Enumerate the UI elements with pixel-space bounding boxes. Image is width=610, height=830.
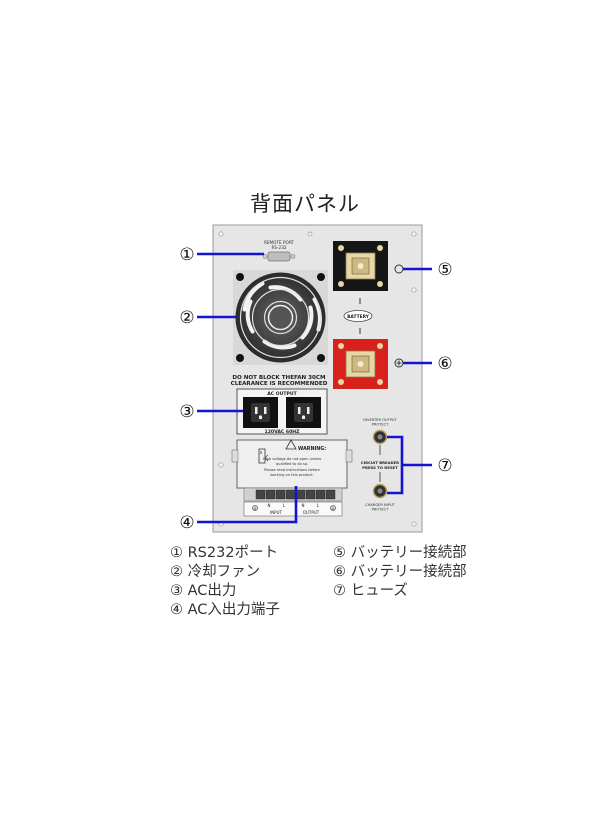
callout-lines	[197, 252, 432, 524]
fan-warning-line-1: DO NOT BLOCK THEFAN 30CM	[232, 375, 326, 381]
ac-outlet-left[interactable]	[243, 397, 278, 428]
panel-screws	[218, 231, 417, 527]
fan-warning-line-2: CLEARANCE IS RECOMMENDED	[231, 381, 328, 387]
callout-4: ④	[179, 513, 194, 533]
terminal-l-input: L	[283, 503, 286, 508]
terminal-screws	[243, 487, 343, 502]
ground-icon-left	[252, 505, 258, 511]
terminal-label-strip	[243, 501, 343, 517]
terminal-n-input: N	[268, 503, 271, 508]
terminal-l-output: L	[317, 503, 320, 508]
cooling-fan	[233, 270, 328, 365]
legend-item-battery-2: ⑥ バッテリー接続部	[333, 564, 467, 580]
rs232-port[interactable]	[262, 251, 296, 262]
callout-6: ⑥	[437, 354, 452, 374]
callout-7: ⑦	[437, 456, 452, 476]
callout-5: ⑤	[437, 260, 452, 280]
breaker-line-2: PRESS TO RESET	[362, 465, 398, 470]
inverter-fuse[interactable]	[372, 429, 388, 445]
charger-fuse[interactable]	[372, 483, 388, 499]
ac-outlet-right[interactable]	[286, 397, 321, 428]
breaker-line-1: CIRCUIT BREAKER	[361, 460, 399, 465]
battery-label-badge	[343, 310, 373, 322]
terminal-block-cover	[231, 439, 353, 489]
legend-item-fan: ② 冷却ファン	[170, 564, 261, 580]
callout-1: ①	[179, 245, 194, 265]
legend-item-ac-terminal: ④ AC入出力端子	[170, 602, 280, 618]
legend-item-battery-1: ⑤ バッテリー接続部	[333, 545, 467, 561]
inverter-protect-line-1: INVERTER OUTPUT	[363, 418, 397, 422]
terminal-n-output: N	[302, 503, 305, 508]
warning-title: WARNING:	[298, 446, 326, 452]
battery-terminal-red[interactable]	[333, 339, 388, 389]
callout-2: ②	[179, 308, 194, 328]
terminal-output-label: OUTPUT	[303, 510, 320, 515]
charger-protect-line-2: PROTECT	[372, 508, 389, 512]
inverter-protect-line-2: PROTECT	[372, 423, 389, 427]
diagram-title: 背面パネル	[250, 192, 360, 216]
warning-line-2: qualified to do so.	[276, 462, 308, 466]
legend-right: ⑤ バッテリー接続部 ⑥ バッテリー接続部 ⑦ ヒューズ	[333, 544, 467, 601]
ground-icon-right	[330, 505, 336, 511]
battery-label: BATTERY	[347, 314, 370, 320]
battery-terminal-black[interactable]	[333, 241, 388, 291]
callout-3: ③	[179, 402, 194, 422]
remote-port-label: REMOTE PORT	[264, 240, 294, 245]
ac-output-label: AC OUTPUT	[267, 391, 297, 397]
warning-line-3: Please read instructions before	[264, 468, 321, 472]
legend-left: ① RS232ポート ② 冷却ファン ③ AC出力 ④ AC入出力端子	[170, 544, 280, 620]
warning-line-4: working on this product.	[270, 473, 314, 477]
remote-port-sub: RS-232	[271, 245, 286, 250]
ac-output-rating: 120VAC 60HZ	[265, 429, 301, 435]
legend-item-fuse: ⑦ ヒューズ	[333, 583, 408, 599]
legend-item-ac-output: ③ AC出力	[170, 583, 237, 599]
terminal-input-label: INPUT	[270, 510, 283, 515]
legend-item-rs232: ① RS232ポート	[170, 545, 279, 561]
warning-line-1: High voltage,do not open unless	[263, 457, 321, 461]
charger-protect-line-1: CHARGER INPUT	[365, 503, 395, 507]
